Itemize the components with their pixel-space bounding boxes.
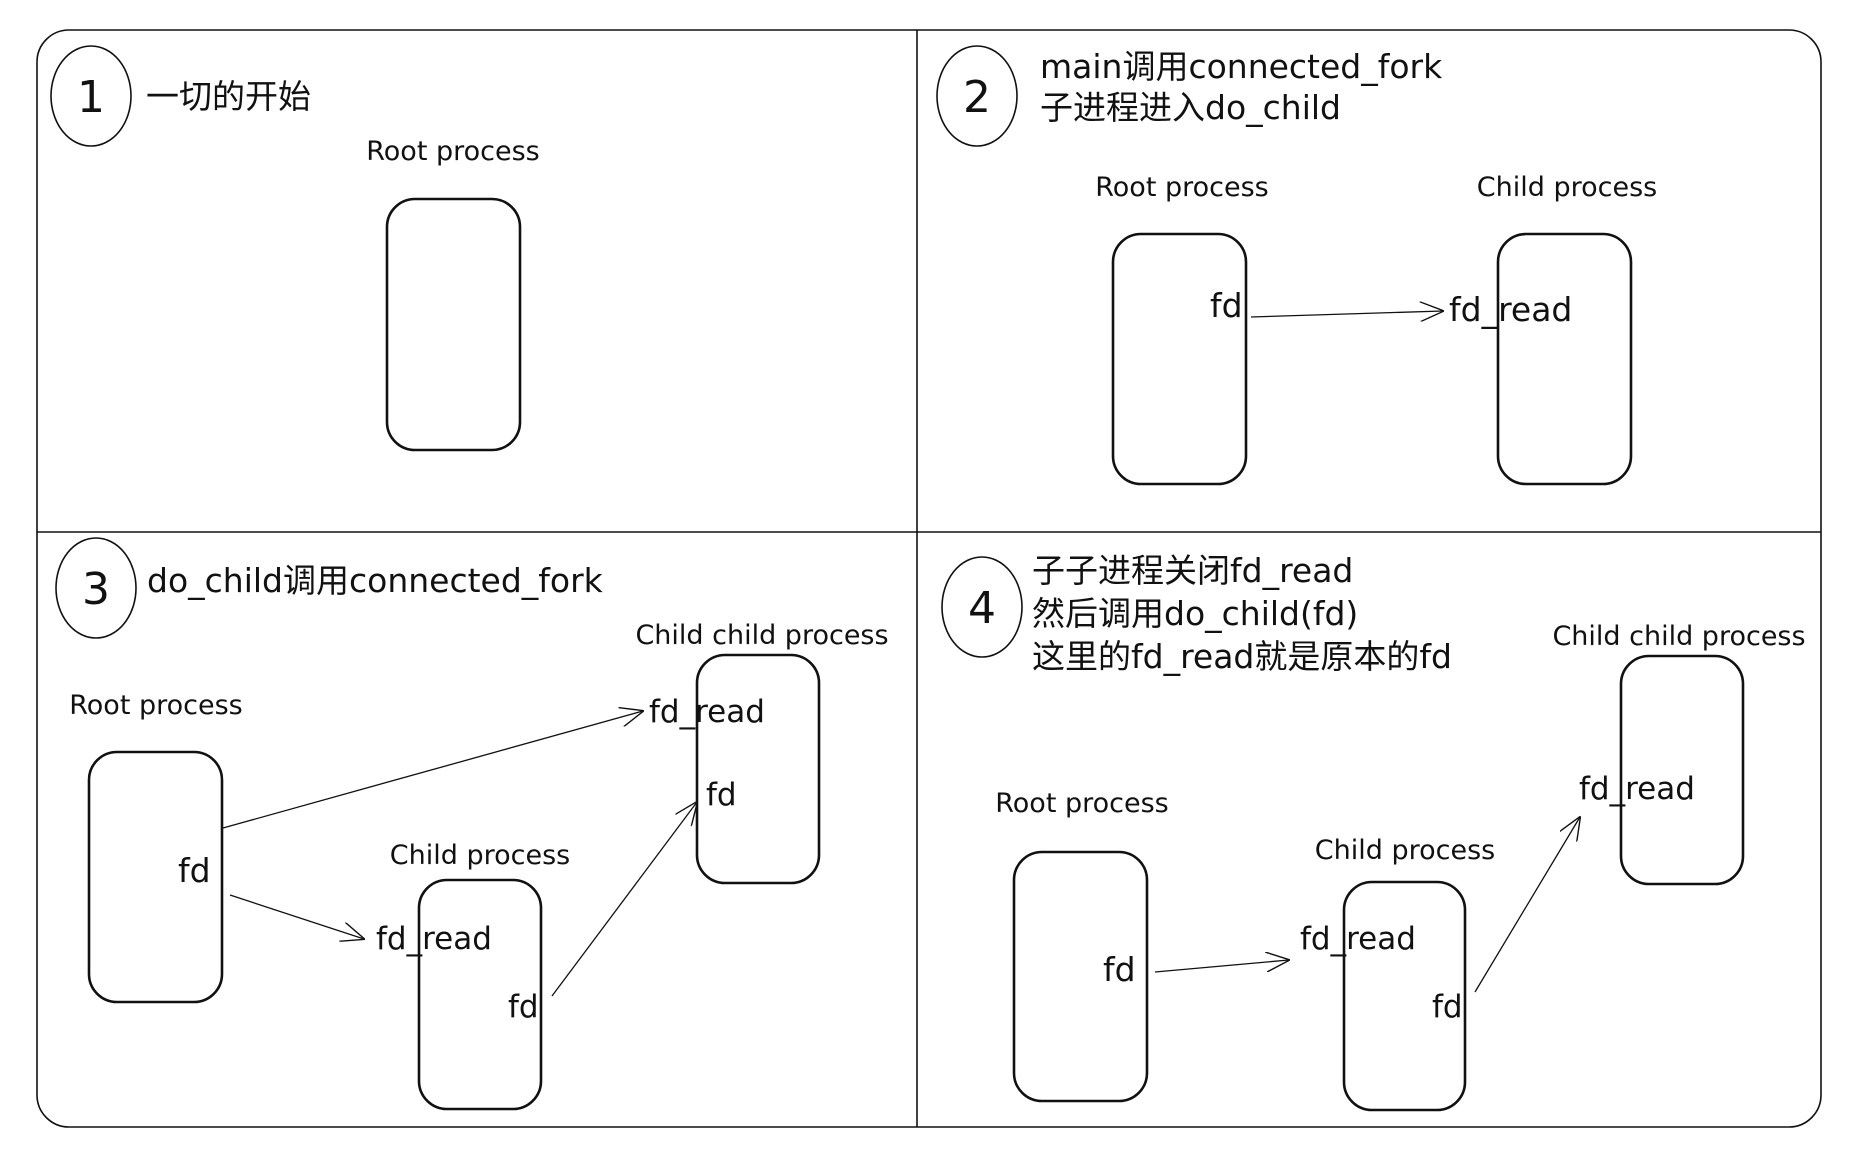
panel-number: 3: [82, 564, 110, 615]
panel-title-line-1: do_child调用connected_fork: [147, 561, 604, 600]
panel-title-line-1: 子子进程关闭fd_read: [1032, 551, 1353, 590]
panel-number-circle: [936, 45, 1018, 147]
outer-frame: [36, 29, 1822, 1128]
grandchild-fd-read-label: fd_read: [649, 694, 765, 730]
arrow-root-fd-to-child-fd-read: [1154, 960, 1289, 973]
root-fd-label: fd: [1103, 950, 1136, 989]
panel-title-line-3: 这里的fd_read就是原本的fd: [1032, 637, 1452, 676]
child-process-label: Child process: [1477, 172, 1657, 203]
child-fd-read-label: fd_read: [1300, 921, 1416, 957]
root-process-box: [87, 750, 224, 1004]
panel-title-line-1: 一切的开始: [146, 77, 311, 116]
panel-number: 1: [77, 72, 105, 123]
root-process-box: [1111, 232, 1248, 486]
grandchild-process-label: Child child process: [1552, 621, 1805, 652]
panel-number-circle: [55, 537, 137, 639]
panel-title-line-1: main调用connected_fork: [1040, 47, 1443, 86]
grandchild-fd-read-label: fd_read: [1579, 771, 1695, 807]
panel-4: 4 子子进程关闭fd_read 然后调用do_child(fd) 这里的fd_r…: [941, 551, 1806, 1112]
root-process-box: [1012, 850, 1149, 1103]
child-process-box: [1496, 232, 1633, 486]
arrow-child-fd-to-grandchild-fd-read: [1474, 817, 1580, 993]
panel-2: 2 main调用connected_fork 子进程进入do_child Roo…: [936, 45, 1657, 486]
arrow-root-fd-to-child-fd-read: [1250, 311, 1443, 317]
child-fd-label: fd: [1432, 989, 1463, 1025]
panel-number: 2: [963, 72, 991, 123]
arrow-child-fd-to-grandchild-fd: [551, 802, 697, 997]
panel-title-line-2: 子进程进入do_child: [1040, 88, 1341, 127]
child-process-box: [1342, 880, 1467, 1112]
root-fd-label: fd: [178, 851, 211, 890]
child-process-label: Child process: [1315, 835, 1495, 866]
grandchild-process-box: [1619, 654, 1745, 886]
root-process-label: Root process: [1095, 172, 1269, 203]
root-fd-label: fd: [1210, 286, 1243, 325]
root-process-label: Root process: [69, 690, 243, 721]
grandchild-process-box: [695, 653, 821, 885]
root-process-label: Root process: [995, 788, 1169, 819]
grandchild-fd-label: fd: [706, 777, 737, 813]
child-process-box: [417, 878, 543, 1111]
panel-3: 3 do_child调用connected_fork Root process …: [55, 537, 889, 1111]
child-fd-read-label: fd_read: [376, 921, 492, 957]
panel-number-circle: [50, 45, 132, 147]
panel-1: 1 一切的开始 Root process: [50, 45, 540, 452]
panel-number: 4: [968, 583, 996, 634]
child-fd-label: fd: [508, 989, 539, 1025]
arrow-root-fd-to-grandchild-fd-read: [222, 711, 643, 829]
panel-title-line-2: 然后调用do_child(fd): [1032, 594, 1358, 633]
arrow-root-fd-to-child-fd-read: [229, 894, 364, 939]
grandchild-process-label: Child child process: [635, 620, 888, 651]
root-process-label: Root process: [366, 136, 540, 167]
child-process-label: Child process: [390, 840, 570, 871]
root-process-box: [385, 197, 522, 452]
child-fd-read-label: fd_read: [1449, 290, 1572, 329]
panel-number-circle: [941, 556, 1023, 658]
